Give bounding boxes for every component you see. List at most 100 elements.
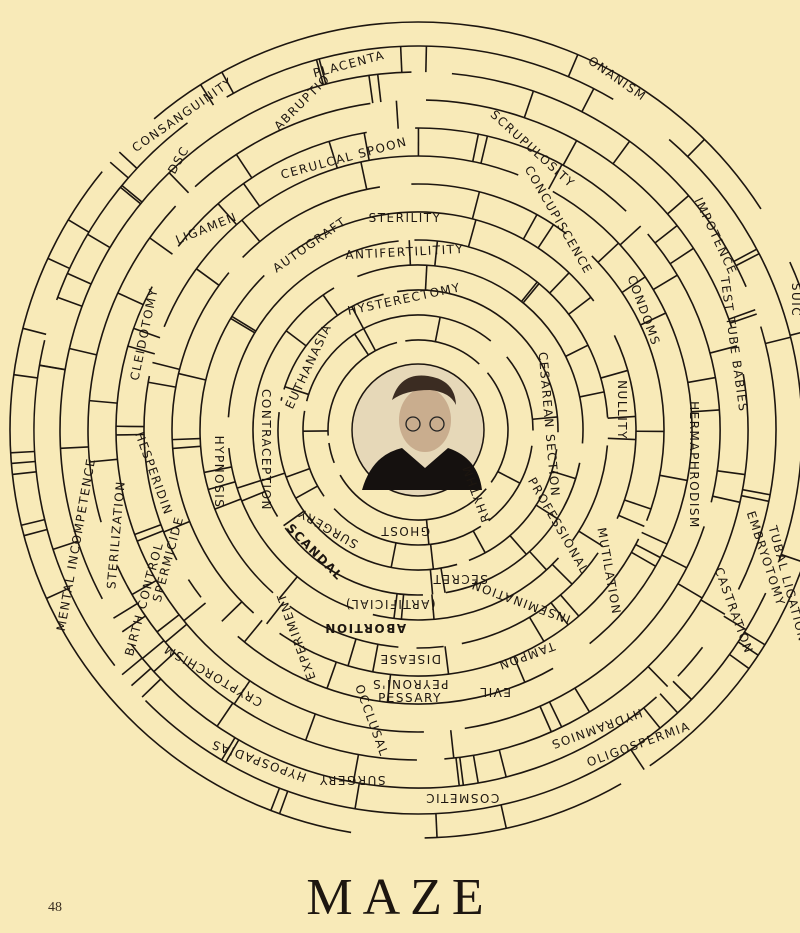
maze-wall-radial: [315, 59, 325, 85]
maze-wall-radial: [172, 437, 201, 441]
maze-wall-radial: [87, 233, 111, 249]
maze-wall-radial: [641, 531, 668, 545]
maze-wall-radial: [328, 141, 339, 169]
maze-label: ABORTION: [324, 621, 406, 635]
maze-wall-arc: [613, 335, 637, 519]
maze-wall-radial: [214, 498, 242, 510]
maze-wall-radial: [13, 373, 38, 379]
maze-wall-arc: [649, 261, 800, 767]
maze-wall-radial: [390, 542, 397, 568]
maze-wall-radial: [624, 499, 652, 510]
maze-wall-radial: [362, 328, 377, 352]
maze-wall-radial: [131, 579, 157, 596]
maze-wall-radial: [376, 74, 382, 103]
maze-wall-radial: [326, 661, 338, 689]
maze-wall-radial: [579, 391, 605, 398]
maze-wall-radial: [729, 653, 750, 670]
maze-wall-radial: [368, 75, 374, 104]
maze-wall-arc: [571, 445, 609, 541]
maze-wall-radial: [539, 705, 553, 733]
maze-wall-arc: [283, 293, 384, 390]
maze-wall-arc: [177, 131, 367, 247]
maze-label: AUTOGRAFT: [270, 214, 349, 275]
maze-wall-radial: [236, 479, 262, 489]
maze-wall-radial: [242, 183, 261, 207]
maze-label: ABRUPTIO: [271, 71, 333, 133]
maze-label: CLEIDOTOMY: [127, 287, 160, 382]
maze-wall-radial: [141, 678, 162, 698]
maze-wall-radial: [163, 520, 190, 533]
maze-wall-arc: [153, 21, 762, 210]
maze-wall-arc: [187, 579, 202, 598]
maze-wall-radial: [52, 540, 78, 551]
maze-label: HYPNOSIS: [212, 436, 226, 509]
page-number: 48: [48, 900, 62, 915]
maze-label: PEYRONI'S: [372, 677, 449, 691]
maze-wall-radial: [141, 639, 165, 660]
maze-label: STERILIZATION: [104, 480, 127, 590]
maze-wall-radial: [444, 646, 450, 675]
maze-wall-radial: [440, 567, 446, 593]
maze-wall-radial: [472, 755, 479, 784]
maze-wall-radial: [728, 309, 756, 320]
maze-wall-radial: [741, 494, 769, 503]
maze-wall-radial: [687, 138, 706, 158]
maze-wall-radial: [241, 219, 261, 243]
maze-wall-radial: [353, 333, 370, 356]
maze-wall-radial: [434, 240, 439, 266]
maze-wall-radial: [46, 587, 69, 600]
maze-wall-radial: [631, 551, 657, 567]
maze-wall-radial: [654, 224, 678, 244]
maze-wall-radial: [278, 790, 289, 815]
maze-wall-arc: [289, 605, 399, 648]
maze-wall-radial: [607, 437, 636, 441]
maze-wall-radial: [178, 372, 206, 381]
maze-wall-radial: [12, 471, 37, 476]
maze-wall-radial: [607, 415, 636, 419]
maze-wall-radial: [742, 488, 771, 496]
maze-label: ANTIFERTILITITY: [345, 242, 465, 262]
maze-wall-radial: [204, 466, 232, 474]
maze-wall-radial: [395, 100, 399, 129]
maze-wall-radial: [691, 409, 720, 413]
maze-label: GHOST: [380, 524, 430, 538]
maze-wall-arc: [199, 274, 274, 594]
maze-wall-radial: [581, 88, 595, 113]
maze-wall-arc: [302, 410, 325, 497]
maze-wall-radial: [700, 599, 726, 616]
maze-wall-arc: [411, 183, 567, 235]
maze-wall-arc: [677, 646, 704, 677]
maze-wall-radial: [429, 544, 435, 570]
maze-wall-arc: [279, 538, 640, 677]
maze-wall-arc: [357, 264, 584, 444]
maze-wall-radial: [765, 336, 791, 345]
maze-wall-radial: [467, 219, 477, 248]
maze-wall-radial: [522, 214, 538, 240]
maze-wall-radial: [199, 84, 215, 106]
maze-wall-radial: [360, 161, 368, 190]
maze-wall-radial: [270, 787, 281, 811]
maze-wall-radial: [130, 667, 152, 687]
maze-wall-radial: [285, 330, 307, 347]
maze-wall-radial: [221, 71, 235, 94]
maze-wall-radial: [735, 252, 760, 267]
maze-wall-arc: [488, 445, 533, 522]
maze-wall-arc: [372, 557, 560, 621]
maze-wall-radial: [393, 593, 398, 619]
maze-wall-arc: [280, 396, 283, 401]
maze-wall-radial: [164, 623, 188, 643]
maze-wall-radial: [528, 616, 545, 642]
maze-wall-arc: [444, 373, 749, 760]
maze-wall-radial: [780, 553, 800, 562]
maze-wall-radial: [22, 327, 47, 336]
maze-wall-radial: [578, 530, 603, 547]
maze-wall-radial: [435, 813, 438, 838]
maze-wall-radial: [744, 631, 766, 646]
maze-wall-radial: [304, 713, 316, 741]
maze-wall-radial: [513, 656, 526, 683]
maze-wall-radial: [568, 296, 592, 315]
maze-wall-radial: [295, 485, 318, 499]
maze-wall-radial: [183, 602, 207, 622]
maze-wall-radial: [549, 272, 570, 294]
